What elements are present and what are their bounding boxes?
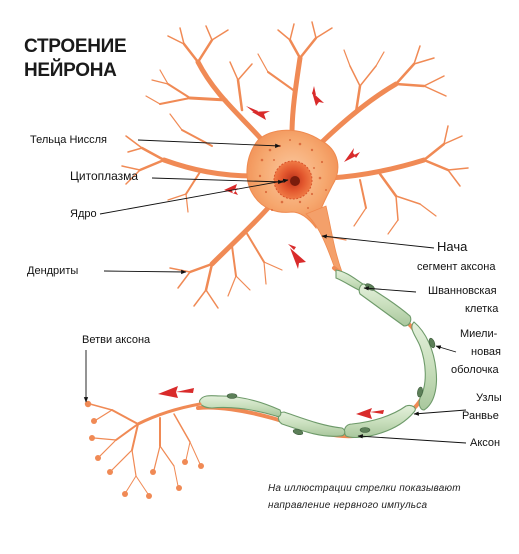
caption-line-1: На иллюстрации стрелки показывают bbox=[268, 483, 461, 494]
axon-core bbox=[196, 266, 431, 439]
label-axon: Аксон bbox=[470, 437, 501, 449]
label-dendrites: Дендриты bbox=[27, 265, 79, 277]
caption-line-2: направление нервного импульса bbox=[268, 500, 428, 511]
synaptic-terminals bbox=[84, 400, 204, 499]
label-schwann-cell-line-1: Шванновская bbox=[428, 285, 497, 297]
impulse-arrow-icon bbox=[158, 386, 194, 398]
nissl-bodies bbox=[258, 139, 327, 211]
impulse-arrow-icon bbox=[312, 86, 324, 106]
diagram-title-line-1: СТРОЕНИЕ bbox=[24, 36, 127, 57]
label-schwann-cell-line-2: клетка bbox=[465, 303, 499, 315]
impulse-arrows bbox=[158, 86, 384, 419]
nucleolus bbox=[290, 176, 300, 186]
label-initial-segment-line-2: сегмент аксона bbox=[417, 261, 496, 273]
myelin-sheath bbox=[199, 269, 438, 439]
axon-hillock bbox=[305, 205, 343, 274]
label-myelin-line-3: оболочка bbox=[451, 364, 499, 376]
impulse-arrow-icon bbox=[246, 106, 270, 120]
label-ranvier-nodes-line-1: Узлы bbox=[476, 392, 502, 404]
label-cytoplasm: Цитоплазма bbox=[70, 169, 139, 183]
label-nucleus: Ядро bbox=[70, 208, 97, 220]
impulse-arrow-icon bbox=[344, 148, 360, 162]
impulse-arrow-icon bbox=[356, 408, 384, 419]
diagram-title-line-2: НЕЙРОНА bbox=[24, 60, 117, 81]
label-myelin-line-1: Миели- bbox=[460, 328, 498, 340]
dendrite-tree bbox=[121, 21, 469, 309]
impulse-arrow-icon bbox=[224, 184, 238, 195]
label-initial-segment-line-1: Нача bbox=[437, 239, 468, 254]
label-nissl-bodies: Тельца Ниссля bbox=[30, 134, 107, 146]
label-pointers bbox=[83, 139, 467, 444]
label-ranvier-nodes-line-2: Ранвье bbox=[462, 410, 499, 422]
axon-terminal-branches bbox=[89, 402, 202, 495]
label-axon-branches: Ветви аксона bbox=[82, 334, 151, 346]
impulse-arrow-icon bbox=[288, 244, 306, 269]
label-myelin-line-2: новая bbox=[471, 346, 501, 358]
